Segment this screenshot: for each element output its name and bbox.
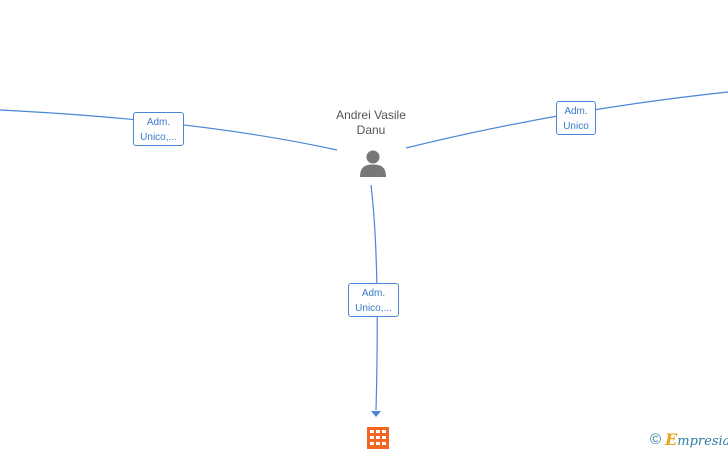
edge-line-bottom — [370, 184, 378, 411]
edge-label-line1: Adm. — [146, 117, 171, 128]
edge-label-line2: Unico,... — [140, 132, 177, 143]
person-name-line1: Andrei Vasile — [336, 108, 406, 122]
brand-rest: mpresia — [677, 433, 728, 449]
empresia-watermark: © Empresia — [650, 429, 728, 449]
person-name-label[interactable]: Andrei Vasile Danu — [311, 108, 431, 138]
copyright-icon: © — [650, 430, 662, 448]
edge-label-left[interactable]: Adm. Unico,... — [133, 112, 184, 146]
edge-label-line1: Adm. — [361, 288, 386, 299]
building-icon[interactable] — [367, 427, 389, 449]
brand-initial: E — [665, 429, 678, 449]
brand-logo: Empresia — [665, 430, 728, 449]
edge-label-bottom[interactable]: Adm. Unico,... — [348, 283, 399, 317]
edge-line-left — [0, 109, 338, 151]
edge-label-line1: Adm. — [564, 106, 588, 117]
edge-label-right[interactable]: Adm. Unico — [556, 101, 596, 135]
arrowhead-icon — [371, 411, 381, 417]
person-icon[interactable] — [360, 150, 386, 178]
person-name-line2: Danu — [356, 123, 386, 137]
edge-label-line2: Unico,... — [355, 303, 392, 314]
edge-label-line2: Unico — [563, 121, 589, 132]
